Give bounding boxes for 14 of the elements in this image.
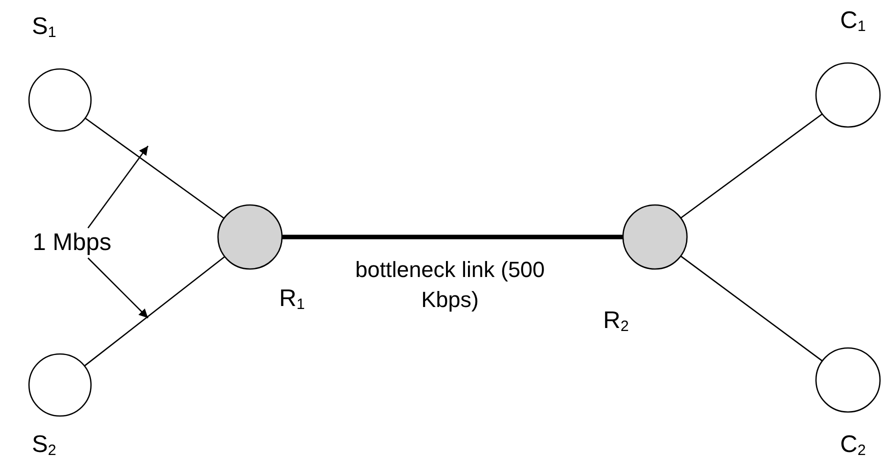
node-label: S$_{2}$ — [30, 431, 58, 459]
rate-label: 1 Mbps — [32, 228, 112, 258]
link-line — [680, 256, 823, 362]
node-label: R$_{2}$ — [602, 307, 630, 335]
link-line — [84, 256, 226, 366]
link-line — [680, 113, 823, 219]
arrow — [87, 146, 149, 228]
node-label: S$_{1}$ — [30, 13, 58, 41]
node-label: C$_{2}$ — [839, 431, 867, 459]
node-label: R$_{1}$ — [278, 285, 306, 313]
bottleneck-link-line — [282, 234, 623, 240]
node-label: C$_{1}$ — [839, 7, 867, 35]
link-line — [84, 118, 224, 219]
arrow — [88, 258, 148, 318]
